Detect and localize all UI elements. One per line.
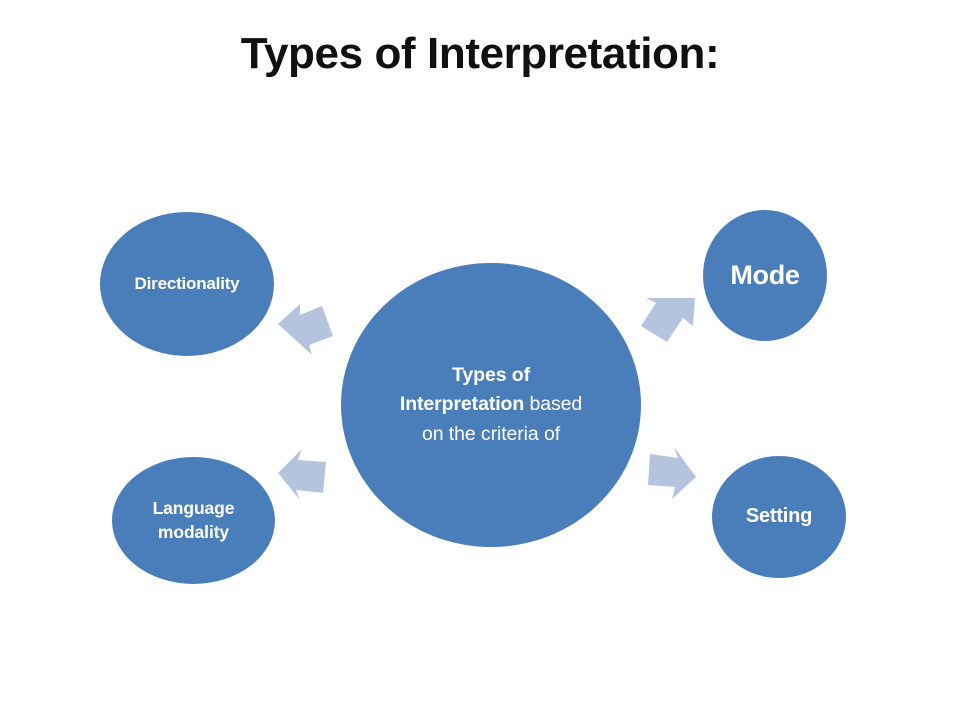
- node-label-setting: Setting: [745, 505, 813, 528]
- block-arrow-icon-to-mode: [641, 298, 695, 342]
- center-bubble[interactable]: Types of Interpretation based on the cri…: [341, 263, 641, 547]
- node-bubble-setting[interactable]: Setting: [712, 456, 846, 578]
- center-label-line1: Types of: [452, 364, 530, 387]
- node-bubble-directionality[interactable]: Directionality: [100, 212, 274, 356]
- node-label-directionality: Directionality: [134, 273, 240, 293]
- page-title: Types of Interpretation:: [240, 29, 720, 78]
- node-label-language-modality: Language modality: [112, 497, 275, 543]
- block-arrow-icon-to-directionality: [278, 304, 333, 355]
- node-label-language-modality-line2: modality: [157, 521, 230, 542]
- block-arrow-icon-to-setting: [648, 447, 696, 499]
- center-label-line2-rest: based: [524, 393, 583, 416]
- block-arrow-icon-to-language-modality: [278, 449, 326, 500]
- center-label-line2-bold: Interpretation: [399, 393, 525, 416]
- node-label-language-modality-line1: Language: [152, 498, 235, 519]
- center-bubble-label: Types of Interpretation based on the cri…: [341, 361, 641, 449]
- center-label-line3: on the criteria of: [421, 422, 561, 445]
- node-bubble-mode[interactable]: Mode: [703, 210, 827, 341]
- node-bubble-language-modality[interactable]: Language modality: [112, 457, 275, 584]
- node-label-mode: Mode: [730, 259, 800, 290]
